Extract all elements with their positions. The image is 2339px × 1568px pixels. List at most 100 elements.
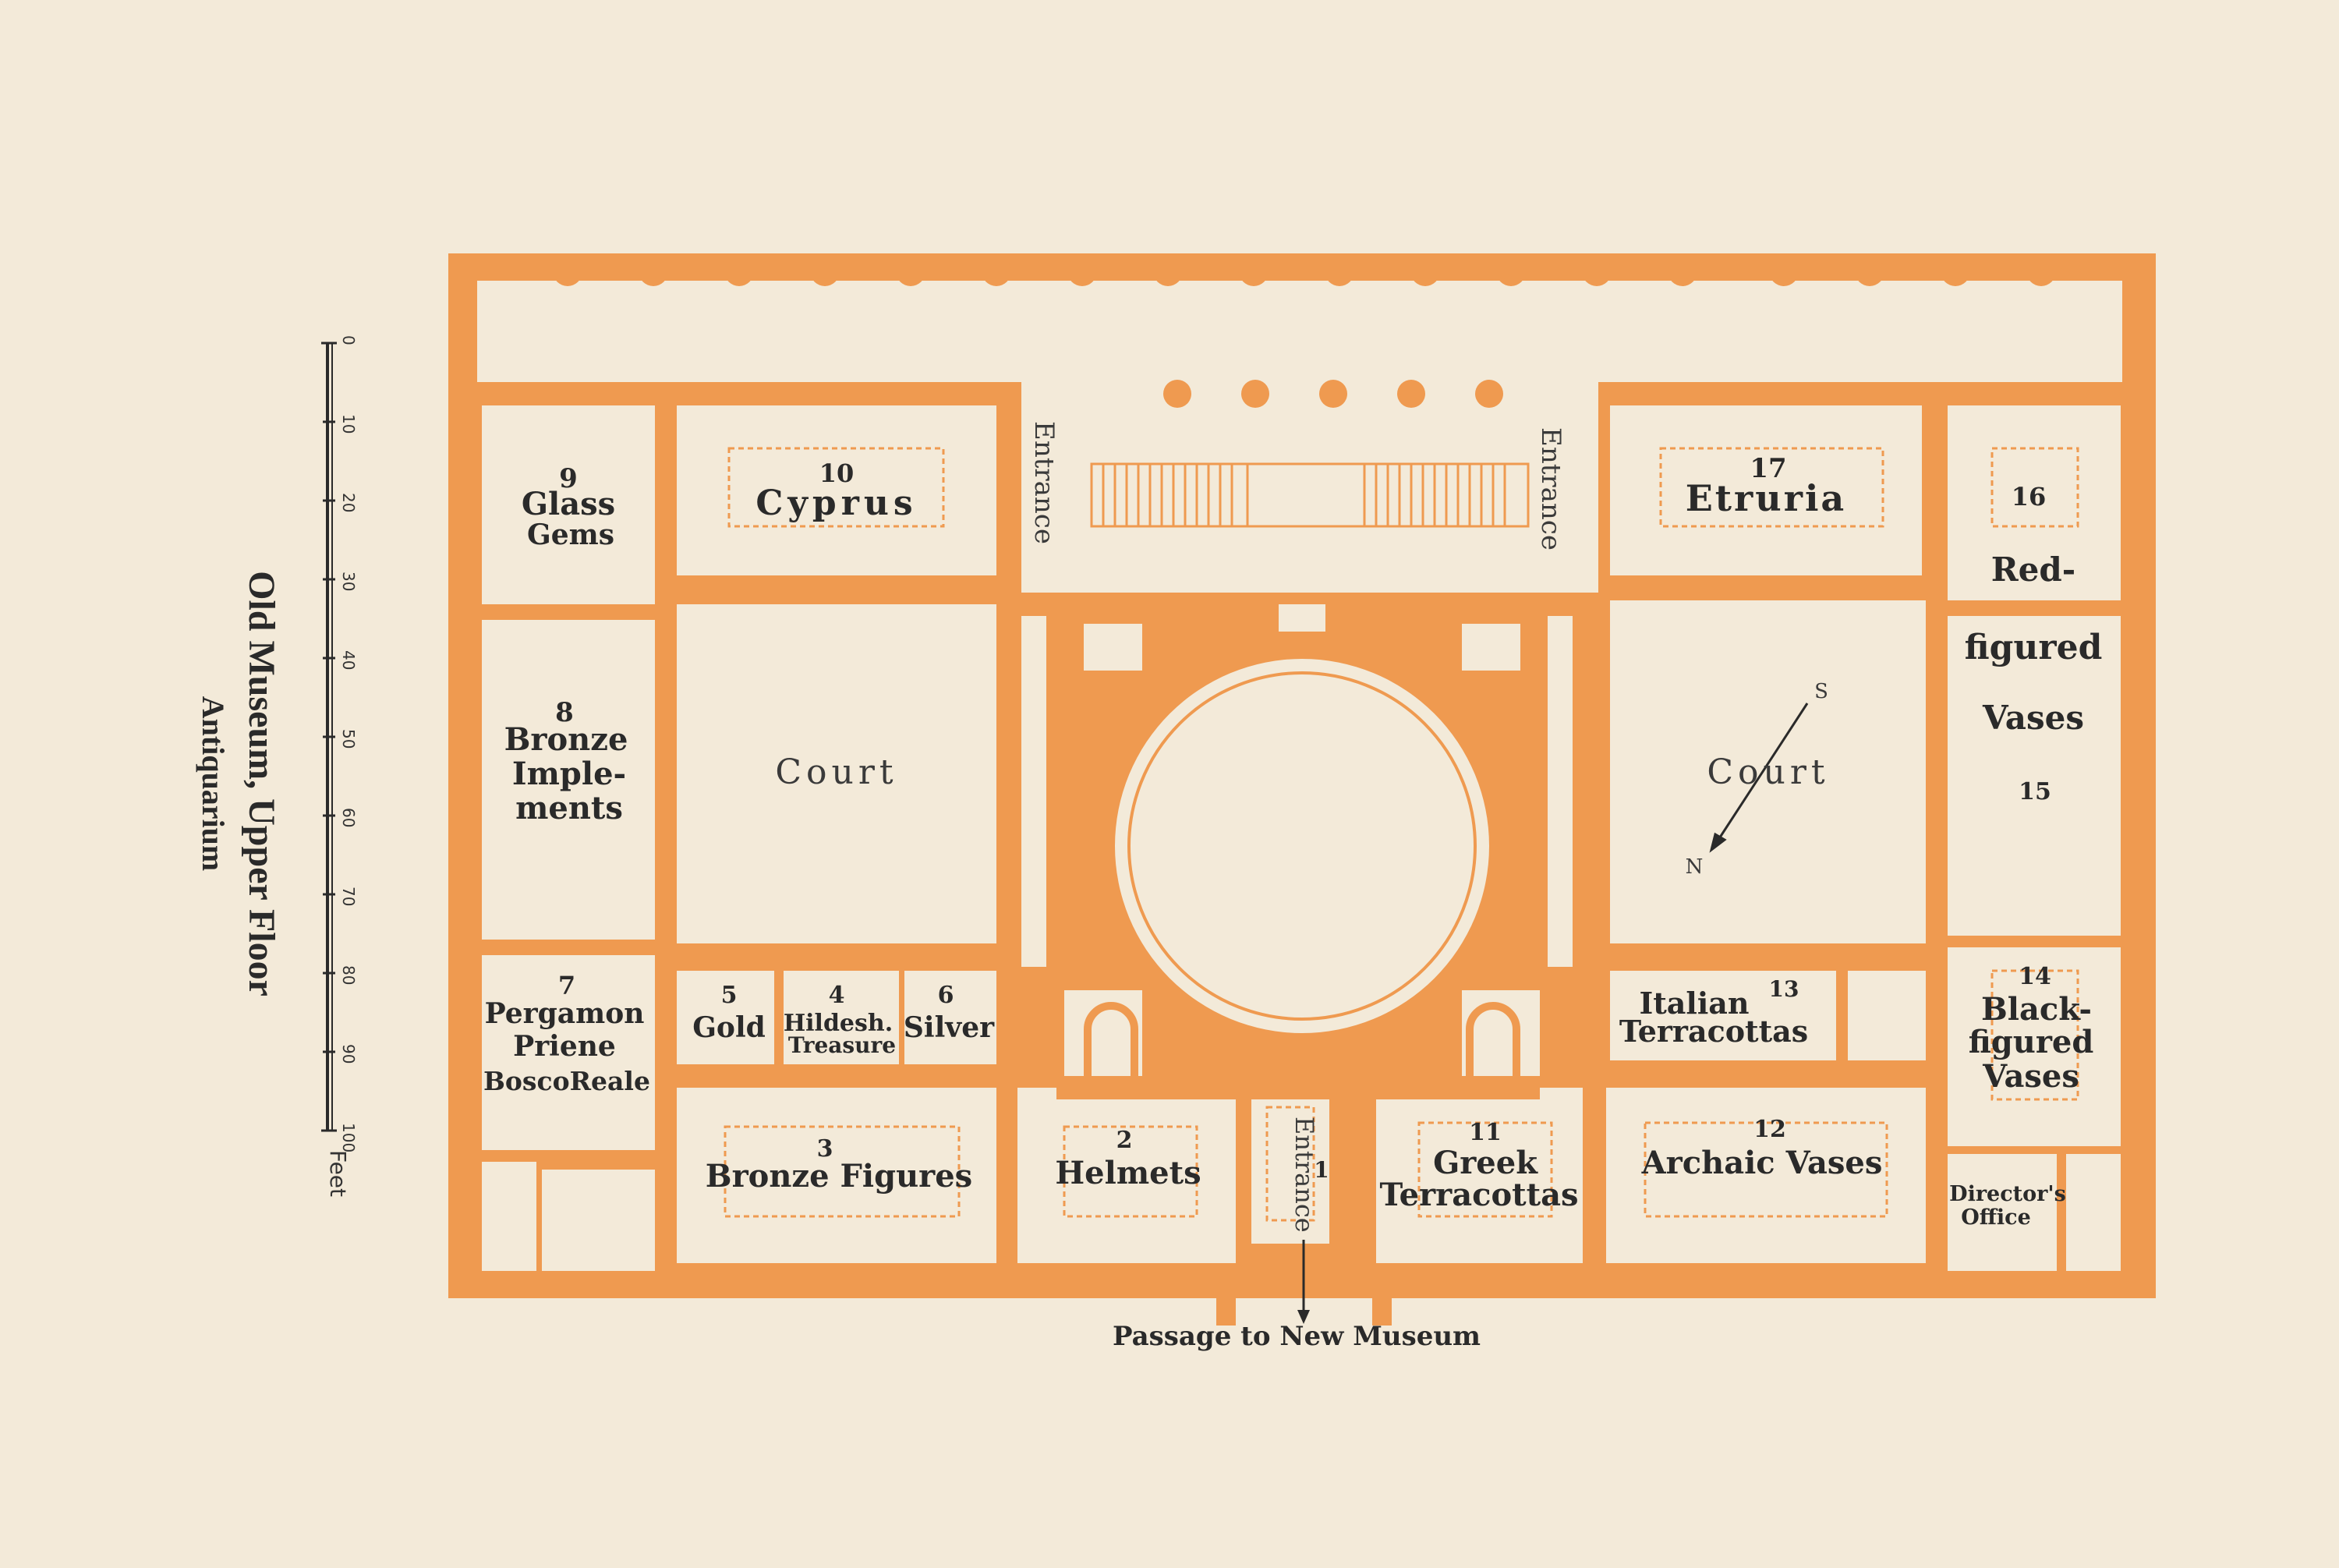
room-13-number: 13 (1769, 976, 1799, 1002)
room-directors (1948, 1154, 2057, 1271)
room-2 (1017, 1088, 1236, 1263)
room-14-line2: figured (1969, 1024, 2094, 1060)
room-3 (677, 1088, 996, 1263)
room-4 (784, 971, 899, 1064)
room-17 (1610, 405, 1922, 575)
room-11-line2: Terracottas (1379, 1177, 1578, 1213)
scale-ticks: 0 10 20 30 40 50 60 70 80 90 100 (339, 335, 358, 1152)
court-right-floor (1610, 600, 1926, 943)
room-15-number: 15 (2019, 778, 2051, 805)
map-subtitle: Antiquarium (196, 696, 231, 872)
room-13 (1610, 971, 1836, 1060)
room-7-number: 7 (558, 971, 575, 1000)
room-17-name: Etruria (1686, 477, 1847, 519)
room-11-line1: Greek (1433, 1145, 1538, 1181)
room-8-line3: ments (515, 790, 623, 826)
room-3-number: 3 (817, 1135, 833, 1163)
room-12 (1606, 1088, 1926, 1263)
room-6 (904, 971, 996, 1064)
court-left-label: Court (775, 752, 897, 792)
scale-tick-10: 10 (339, 414, 358, 434)
vestibule (1021, 378, 1598, 593)
room-8-line2: Imple- (512, 756, 626, 792)
room-9-number: 9 (559, 463, 578, 494)
room-9 (482, 405, 655, 604)
room-7 (482, 955, 655, 1150)
stair-right-room (2066, 1154, 2121, 1271)
portico-columns (553, 257, 2056, 408)
compass-arrow (1709, 703, 1809, 853)
scale-tick-50: 50 (339, 729, 358, 749)
room-9-line1: Glass (522, 486, 615, 522)
room-1-name: Entrance (1290, 1117, 1319, 1233)
room-1 (1251, 1088, 1329, 1244)
room-10-name: Cyprus (755, 483, 917, 523)
scale-tick-100: 100 (339, 1123, 358, 1152)
room-8-number: 8 (555, 697, 574, 728)
room-6-name: Silver (904, 1011, 995, 1044)
room-5-name: Gold (692, 1011, 766, 1044)
court-left-floor (677, 604, 996, 943)
rotunda (1056, 600, 1540, 1099)
scale-tick-30: 30 (339, 572, 358, 591)
directors-office-line1: Director's (1949, 1182, 2066, 1206)
room-7-line3: BoscoReale (483, 1066, 650, 1096)
room-10-number: 10 (819, 458, 855, 488)
compass-n-label: N (1686, 855, 1704, 879)
room-3-name: Bronze Figures (706, 1158, 972, 1195)
scale-tick-0: 0 (339, 335, 358, 345)
compass-s-label: S (1814, 680, 1828, 703)
room-13-line1: Italian (1639, 986, 1749, 1021)
room-9-line2: Gems (527, 519, 614, 551)
room-12-number: 12 (1753, 1116, 1786, 1143)
room-4-line1: Hildesh. (784, 1010, 893, 1037)
room-17-number: 17 (1750, 453, 1786, 484)
room-11 (1376, 1088, 1583, 1263)
room-6-number: 6 (938, 982, 954, 1009)
room-13-line2: Terracottas (1619, 1014, 1808, 1049)
scale-bar (321, 342, 337, 1132)
passage-exit (1216, 1279, 1392, 1326)
room-16 (1948, 405, 2121, 600)
scale-tick-70: 70 (339, 887, 358, 906)
room-16-number: 16 (2012, 482, 2047, 511)
room-14 (1948, 947, 2121, 1146)
scale-tick-40: 40 (339, 650, 358, 670)
room-7-line2: Priene (513, 1030, 616, 1063)
corridor-left (1021, 616, 1046, 967)
room-4-number: 4 (829, 982, 845, 1009)
stair-left-room (482, 1162, 536, 1271)
court-right-label: Court (1707, 752, 1829, 792)
room-14-line3: Vases (1982, 1058, 2079, 1095)
room-15-line1: Red- (1991, 550, 2075, 589)
vestibule-staircase (1090, 462, 1530, 528)
room-15-line3: Vases (1982, 699, 2084, 737)
scale-tick-20: 20 (339, 493, 358, 512)
display-cases (724, 447, 2079, 1222)
scale-tick-90: 90 (339, 1044, 358, 1064)
room-13b (1848, 971, 1926, 1060)
room-11-number: 11 (1469, 1119, 1502, 1146)
room-2-number: 2 (1116, 1127, 1133, 1154)
room-14-number: 14 (2019, 963, 2051, 990)
room-2-name: Helmets (1055, 1155, 1201, 1191)
room-small-left (542, 1170, 655, 1271)
passage-arrowhead (1297, 1310, 1310, 1324)
room-1-number: 1 (1314, 1157, 1329, 1183)
room-5 (677, 971, 774, 1064)
room-15 (1948, 616, 2121, 936)
scale-unit-label: Feet (325, 1150, 351, 1197)
room-8 (482, 620, 655, 940)
room-5-number: 5 (721, 982, 738, 1009)
scale-tick-60: 60 (339, 808, 358, 827)
directors-office-line2: Office (1961, 1205, 2031, 1230)
map-title: Old Museum, Upper Floor (241, 571, 282, 996)
passage-label: Passage to New Museum (1113, 1321, 1481, 1352)
room-8-line1: Bronze (504, 721, 628, 758)
room-14-line1: Black- (1981, 991, 2092, 1028)
entrance-left-label: Entrance (1028, 421, 1060, 544)
room-15-line2: figured (1965, 628, 2103, 667)
corridor-right (1548, 616, 1573, 967)
scale-tick-80: 80 (339, 965, 358, 985)
